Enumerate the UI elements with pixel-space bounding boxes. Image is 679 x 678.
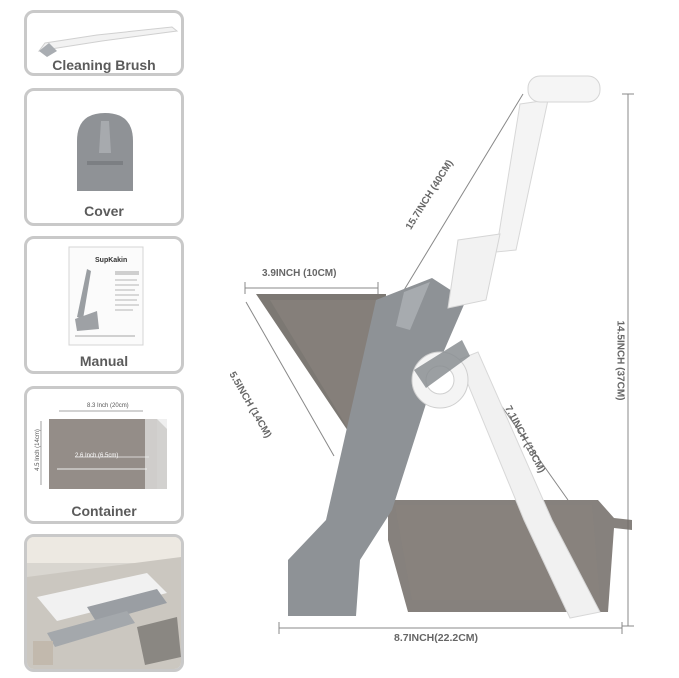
top-width-dimension: 3.9INCH (10CM) [262,268,337,279]
container-label: Container [71,503,137,519]
cleaning-brush-card: Cleaning Brush [24,10,184,76]
drawer-photo-card [24,534,184,672]
cover-card: Cover [24,88,184,226]
leg-length-dimension: 7.1INCH (18CM) [502,404,547,475]
manual-label: Manual [79,353,129,369]
chute-height-dimension: 5.5INCH (14CM) [226,370,274,440]
container-icon [40,410,167,489]
manual-booklet-icon [68,246,144,346]
container-depth-label: 2.6 Inch (6.5cm) [75,453,119,459]
manual-card: SupKakin Manual [24,236,184,374]
cover-label: Cover [84,203,124,219]
cleaning-brush-icon [37,26,179,57]
drawer-photo-icon [27,537,181,669]
container-card: 8.3 Inch (20cm) 4.5 Inch (14cm) 2.6 Inch… [24,386,184,524]
cleaning-brush-label: Cleaning Brush [52,57,156,73]
container-height-label: 4.5 Inch (14cm) [34,429,41,471]
base-width-dimension: 8.7INCH(22.2CM) [394,632,479,644]
total-height-dimension: 14.5INCH (37CM) [614,320,626,401]
manual-brand: SupKakin [95,257,128,264]
plunger-length-dimension: 15.7INCH (40CM) [404,158,456,232]
cover-icon [77,113,133,191]
container-width-label: 8.3 Inch (20cm) [87,403,129,409]
